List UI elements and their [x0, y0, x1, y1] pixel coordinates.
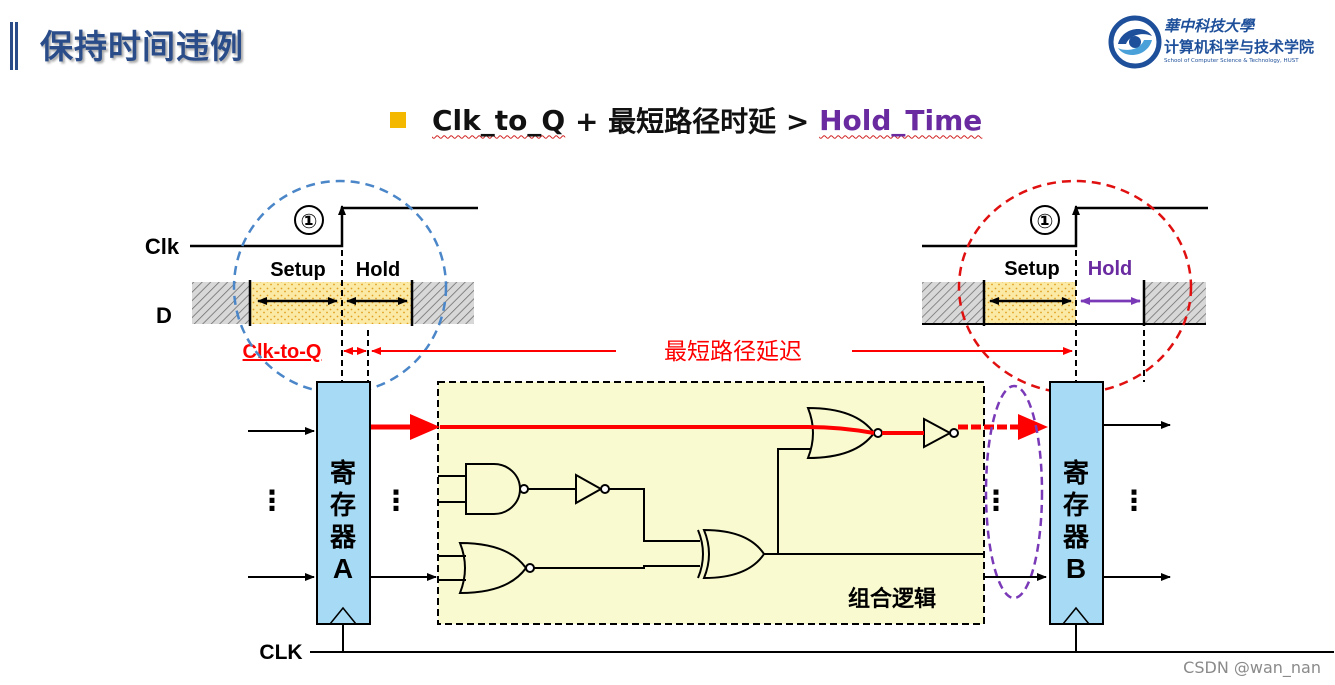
xor-gate — [697, 448, 984, 580]
setup-label-a: Setup — [270, 259, 326, 281]
school-name-en: School of Computer Science & Technology,… — [1164, 58, 1299, 64]
register-a-char-3: 器 — [329, 523, 357, 553]
register-a-char-2: 存 — [330, 491, 356, 521]
clk-wire-label: CLK — [259, 641, 302, 664]
formula-line: Clk_to_Q + 最短路径时延 > Hold_Time — [390, 100, 982, 140]
formula-hold-time: Hold_Time — [819, 103, 983, 137]
title-accent-bar — [10, 22, 18, 70]
register-b-char-1: 寄 — [1063, 458, 1089, 489]
nor-gate-top — [806, 406, 883, 460]
register-a: 寄 存 器 A — [316, 381, 371, 625]
combinational-logic-label: 组合逻辑 — [848, 586, 936, 612]
school-name: 计算机科学与技术学院 — [1164, 38, 1315, 56]
bullet-square-icon — [390, 112, 406, 128]
d-stable-right-a — [412, 282, 474, 324]
register-b-char-3: 器 — [1062, 523, 1090, 553]
edge-marker-b: ① — [1037, 209, 1054, 233]
formula-middle: + 最短路径时延 > — [565, 105, 820, 138]
register-b-letter: B — [1066, 553, 1086, 584]
formula-clk-to-q: Clk_to_Q — [432, 103, 566, 137]
clk-to-q-label: Clk-to-Q — [243, 341, 322, 363]
d-stable-left-a — [192, 282, 250, 324]
university-logo: 華中科技大學 计算机科学与技术学院 School of Computer Sci… — [1108, 14, 1323, 74]
timing-diagram-b: ① Setup Hold — [922, 179, 1208, 395]
ellipsis-b-in: ⋮ — [982, 484, 1010, 517]
hust-emblem-icon — [1108, 15, 1162, 69]
shortest-path-highlight — [370, 414, 1048, 440]
register-b: 寄 存 器 B — [1049, 381, 1104, 625]
shortest-path-label: 最短路径延迟 — [664, 339, 802, 365]
clk-label-a: Clk — [145, 234, 180, 259]
clock-input-triangle-a — [329, 606, 357, 625]
clk-wire: CLK — [259, 624, 1334, 664]
timing-diagram-a: Clk D ① Setup Hold Clk-to-Q — [145, 179, 478, 395]
register-a-letter: A — [333, 553, 353, 584]
ellipsis-b-out: ⋮ — [1120, 484, 1148, 517]
focus-circle-b — [957, 179, 1193, 395]
d-window-b — [984, 282, 1076, 324]
shortest-path-delay: 最短路径延迟 — [371, 339, 1073, 365]
hold-label-b: Hold — [1088, 258, 1132, 280]
d-label-a: D — [156, 303, 172, 328]
combinational-logic-box — [437, 381, 985, 625]
edge-marker-a: ① — [301, 209, 318, 233]
university-name: 華中科技大學 — [1164, 17, 1255, 35]
nand-gate-1 — [438, 463, 576, 515]
setup-label-b: Setup — [1004, 258, 1060, 280]
clk-waveform-b — [922, 206, 1208, 248]
inverter-1 — [575, 473, 700, 542]
hold-violation-ellipse — [984, 384, 1044, 600]
ellipsis-a-in: ⋮ — [258, 484, 286, 517]
page-title: 保持时间违例 — [40, 27, 244, 66]
ellipsis-a-out: ⋮ — [382, 484, 410, 517]
d-window-a — [250, 282, 412, 324]
nor-gate — [438, 541, 700, 595]
register-a-char-1: 寄 — [330, 458, 356, 489]
hold-label-a: Hold — [356, 259, 400, 281]
watermark: CSDN @wan_nan — [1183, 658, 1321, 677]
edge-marker-circle-b — [1030, 205, 1060, 235]
edge-marker-circle-a — [294, 205, 324, 235]
clock-input-triangle-b — [1062, 606, 1090, 625]
register-b-char-2: 存 — [1063, 491, 1089, 521]
